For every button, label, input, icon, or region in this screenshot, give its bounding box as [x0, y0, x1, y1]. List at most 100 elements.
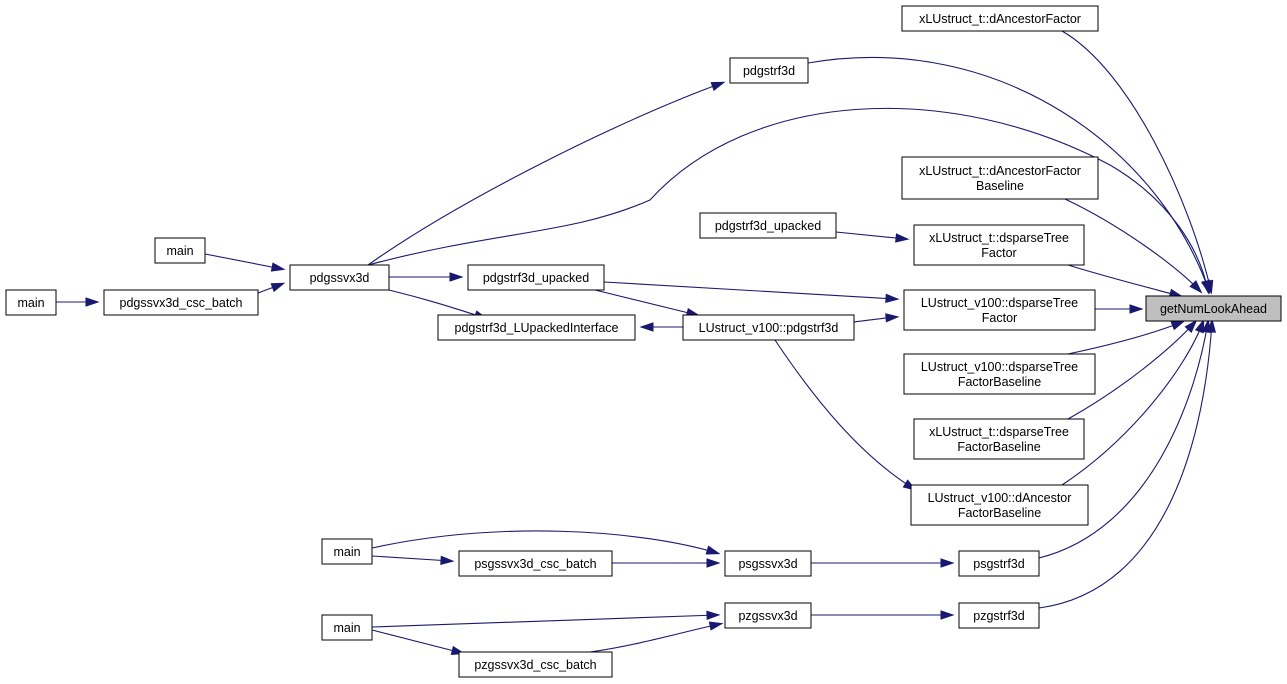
edge-psgssvx3d_csc_batch-to-psgssvx3d [612, 558, 721, 568]
edge-main2-to-pdgssvx3d_csc_batch [56, 297, 100, 307]
node-main1[interactable]: main [154, 237, 206, 264]
arrowhead-icon [885, 293, 900, 304]
node-psgssvx3d_csc_batch[interactable]: psgssvx3d_csc_batch [458, 550, 613, 577]
node-label: LUstruct_v100::dsparseTree [921, 296, 1078, 310]
node-label: pdgssvx3d [310, 271, 370, 285]
arrowhead-icon [895, 233, 910, 243]
arrowhead-icon [1184, 319, 1198, 333]
edge-pdgssvx3d-to-v100pdgstrf3d [388, 289, 489, 320]
edge-xDsparseTreeFactorBaseline-to-getNumLookAhead [1067, 319, 1198, 420]
node-label: psgssvx3d_csc_batch [474, 557, 596, 571]
arrowhead-icon [705, 545, 721, 555]
edge-pdgstrf3d_upacked_a-to-xDsparseTreeFactor [835, 231, 910, 243]
edge-v100DsparseTreeFactorBaseline-to-getNumLookAhead [1067, 320, 1186, 355]
arrowhead-icon [449, 272, 464, 282]
edge-v100pdgstrf3d-to-pdgstrf3d_LUpackedInterface [639, 322, 683, 332]
node-label: xLUstruct_t::dsparseTree [929, 425, 1069, 439]
arrowhead-icon [885, 313, 900, 323]
edge-pzgstrf3d-to-getNumLookAhead [1038, 318, 1217, 609]
node-label: pzgssvx3d_csc_batch [474, 658, 596, 672]
node-psgssvx3d[interactable]: psgssvx3d [724, 550, 812, 577]
edge-pdgstrf3d_upacked_b-to-v100DsparseTreeFactor [603, 281, 900, 304]
node-label: pzgssvx3d [738, 609, 797, 623]
node-label: psgstrf3d [973, 557, 1024, 571]
node-label: Factor [982, 311, 1017, 325]
node-label: pdgstrf3d_upacked [483, 271, 589, 285]
arrowhead-icon [940, 610, 955, 620]
node-label: xLUstruct_t::dAncestorFactor [919, 164, 1081, 178]
arrowhead-icon [1201, 279, 1211, 295]
node-getNumLookAhead[interactable]: getNumLookAhead [1145, 295, 1282, 322]
arrowhead-icon [1129, 304, 1144, 314]
node-label: Factor [981, 246, 1016, 260]
node-pdgstrf3d[interactable]: pdgstrf3d [729, 57, 809, 84]
node-pdgstrf3d_upacked_b[interactable]: pdgstrf3d_upacked [467, 264, 605, 291]
node-pzgstrf3d[interactable]: pzgstrf3d [958, 602, 1040, 629]
edges-layer [56, 30, 1217, 655]
node-label: pdgstrf3d [743, 64, 795, 78]
node-pdgstrf3d_upacked_a[interactable]: pdgstrf3d_upacked [699, 212, 837, 239]
edge-pzgssvx3d-to-pzgstrf3d [811, 610, 955, 620]
node-pzgssvx3d[interactable]: pzgssvx3d [724, 602, 812, 629]
edge-pdgssvx3d-to-pdgstrf3d [367, 81, 726, 266]
edge-v100pdgstrf3d-to-v100DAncestorFactorBaseline [774, 339, 918, 491]
node-label: main [166, 244, 193, 258]
edge-main4-to-pzgssvx3d_csc_batch [371, 629, 466, 655]
edge-pdgssvx3d-to-pdgstrf3d_upacked_b [389, 272, 464, 282]
node-label: LUstruct_v100::pdgstrf3d [699, 321, 839, 335]
edge-main4-to-pzgssvx3d [371, 610, 721, 628]
arrowhead-icon [1170, 320, 1186, 331]
node-pzgssvx3d_csc_batch[interactable]: pzgssvx3d_csc_batch [458, 651, 613, 678]
node-label: LUstruct_v100::dsparseTree [921, 360, 1078, 374]
edge-main3-to-psgssvx3d [371, 530, 721, 555]
edge-main1-to-pdgssvx3d [204, 253, 286, 272]
node-label: xLUstruct_t::dsparseTree [929, 231, 1069, 245]
node-label: FactorBaseline [957, 440, 1040, 454]
node-label: Baseline [976, 179, 1024, 193]
node-main3[interactable]: main [321, 538, 373, 565]
arrowhead-icon [706, 610, 721, 621]
arrowhead-icon [940, 558, 955, 568]
arrowhead-icon [1189, 280, 1203, 294]
node-label: pdgstrf3d_upacked [715, 219, 821, 233]
node-label: LUstruct_v100::dAncestor [928, 491, 1072, 505]
arrowhead-icon [1194, 318, 1205, 334]
edge-pdgssvx3d-to-getNumLookAhead [367, 107, 1211, 295]
node-label: FactorBaseline [958, 375, 1041, 389]
node-label: pzgstrf3d [973, 609, 1024, 623]
edge-pdgstrf3d_upacked_b-to-v100pdgstrf3d [594, 289, 701, 318]
arrowhead-icon [440, 555, 455, 566]
node-v100pdgstrf3d[interactable]: LUstruct_v100::pdgstrf3d [682, 314, 855, 341]
arrowhead-icon [270, 282, 286, 293]
edge-main3-to-psgssvx3d_csc_batch [371, 555, 455, 566]
node-label: main [333, 545, 360, 559]
node-main2[interactable]: main [5, 289, 57, 316]
node-pdgssvx3d[interactable]: pdgssvx3d [289, 264, 390, 291]
arrowhead-icon [85, 297, 100, 307]
arrowhead-icon [639, 322, 654, 332]
edge-pdgssvx3d_csc_batch-to-pdgssvx3d [257, 282, 286, 294]
arrowhead-icon [710, 81, 726, 91]
node-main4[interactable]: main [321, 614, 373, 641]
node-dAncestorFactor[interactable]: xLUstruct_t::dAncestorFactor [901, 5, 1099, 32]
node-label: xLUstruct_t::dAncestorFactor [919, 12, 1081, 26]
node-label: main [333, 621, 360, 635]
node-pdgssvx3d_csc_batch[interactable]: pdgssvx3d_csc_batch [103, 289, 259, 316]
nodes-layer: getNumLookAhead xLUstruct_t::dAncestorFac… [5, 5, 1282, 678]
edge-v100pdgstrf3d-to-v100DsparseTreeFactor [853, 313, 900, 323]
node-label: main [17, 296, 44, 310]
arrowhead-icon [706, 558, 721, 568]
edge-psgssvx3d-to-psgstrf3d [811, 558, 955, 568]
node-label: pdgssvx3d_csc_batch [120, 296, 243, 310]
arrowhead-icon [270, 262, 286, 272]
node-label: psgssvx3d [738, 557, 797, 571]
node-pdgstrf3d_LUpackedInterface[interactable]: pdgstrf3d_LUpackedInterface [437, 314, 636, 341]
node-psgstrf3d[interactable]: psgstrf3d [958, 550, 1040, 577]
